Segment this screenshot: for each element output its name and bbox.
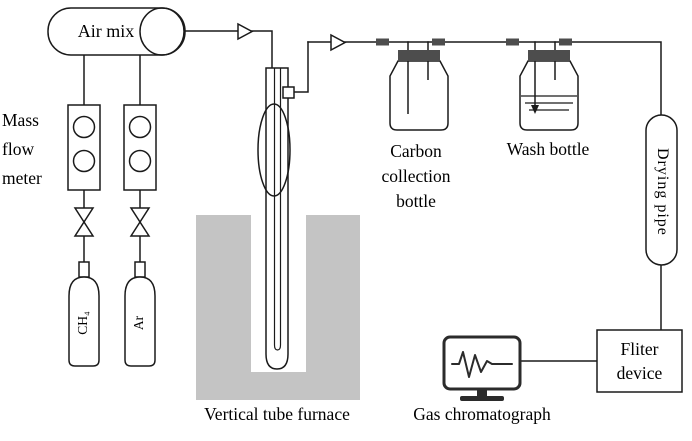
carbon-collection-bottle-icon: [376, 38, 449, 131]
valve-2-icon: [129, 207, 151, 237]
carbon-collection-bottle-label: Carbon collection bottle: [381, 141, 451, 211]
ar-cylinder-label: Ar: [131, 315, 146, 331]
check-valve-2-icon: [330, 33, 347, 52]
ch4-cylinder-label: CH₄: [75, 311, 90, 335]
gas-chromatograph-label: Gas chromatograph: [413, 404, 551, 424]
mass-flow-meter-label: Mass flow meter: [2, 110, 42, 188]
mass-flow-meter-2: [123, 104, 157, 191]
filter-device-box: [596, 329, 683, 393]
gas-cylinder-ch4: [68, 261, 100, 367]
vertical-tube-furnace-label: Vertical tube furnace: [204, 404, 350, 424]
gas-chromatograph-icon: [442, 335, 522, 401]
air-mix-label: Air mix: [77, 21, 135, 41]
valve-1-icon: [73, 207, 95, 237]
filter-device-label: Fliter device: [616, 339, 663, 383]
check-valve-1-icon: [237, 22, 254, 41]
wash-bottle-icon: [506, 38, 579, 131]
wash-bottle-label: Wash bottle: [506, 139, 590, 159]
drying-pipe-icon: [645, 114, 678, 266]
reaction-tube: [257, 67, 295, 370]
gas-cylinder-ar: [124, 261, 156, 367]
air-mix-tank: [47, 7, 186, 56]
mass-flow-meter-1: [67, 104, 101, 191]
drying-pipe-label: Drying pipe: [654, 148, 671, 236]
